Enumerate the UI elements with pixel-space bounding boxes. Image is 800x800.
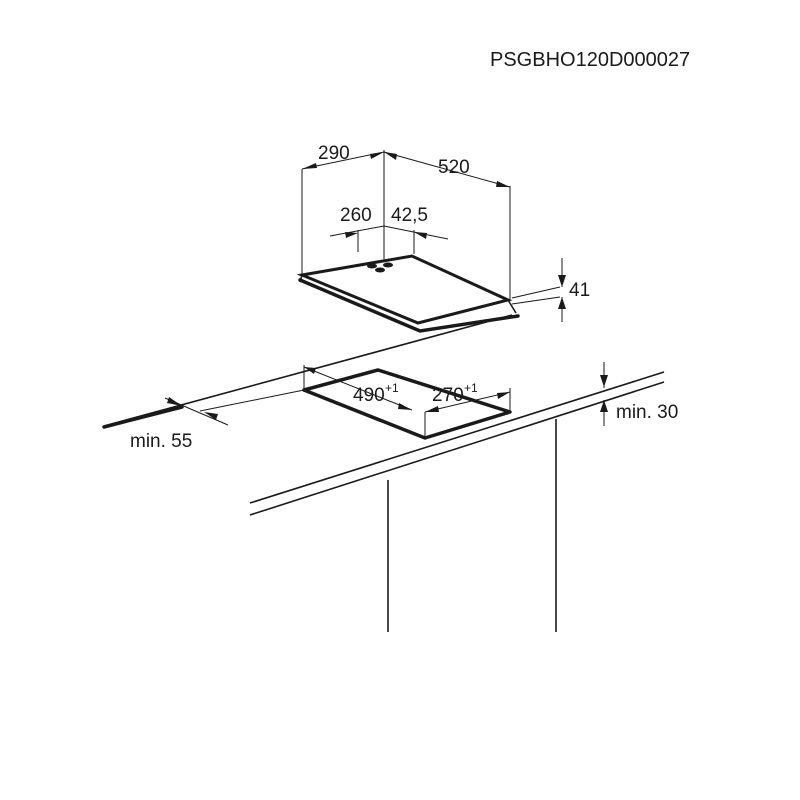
- dimension-depth-label: 290: [318, 143, 350, 164]
- dimension-height: 41: [511, 258, 590, 322]
- dimension-cutout-width: 270 +1: [424, 381, 511, 413]
- worktop-cutout: [302, 368, 512, 440]
- dimension-cutout-depth-label: 490: [353, 385, 385, 406]
- dimension-burner-right-label: 42,5: [391, 205, 428, 226]
- dimension-cutout-depth-tol: +1: [385, 381, 399, 395]
- dimension-width: 520: [383, 151, 511, 188]
- dimension-min-below: min. 30: [600, 362, 678, 426]
- dimension-burner-left-label: 260: [340, 205, 372, 226]
- dimension-cutout-width-label: 270: [432, 385, 464, 406]
- dimension-min-front: min. 55: [130, 389, 305, 452]
- burner-marks: [367, 262, 393, 273]
- hob-top-surface: [296, 254, 513, 325]
- hob-front-edge: [298, 278, 520, 333]
- cabinet: [387, 419, 557, 632]
- dimension-depth: 290: [301, 143, 385, 170]
- dimension-height-label: 41: [569, 280, 590, 301]
- dimension-width-label: 520: [438, 157, 470, 178]
- dimension-min-below-label: min. 30: [616, 402, 678, 423]
- worktop: [102, 314, 665, 516]
- dimension-cutout-depth: 490 +1: [303, 366, 426, 438]
- dimension-min-front-label: min. 55: [130, 431, 192, 452]
- dimension-burner-offset: 260 42,5: [329, 205, 449, 254]
- product-code: PSGBHO120D000027: [490, 49, 690, 71]
- dimension-cutout-width-tol: +1: [464, 381, 478, 395]
- hob-appliance: [296, 254, 520, 333]
